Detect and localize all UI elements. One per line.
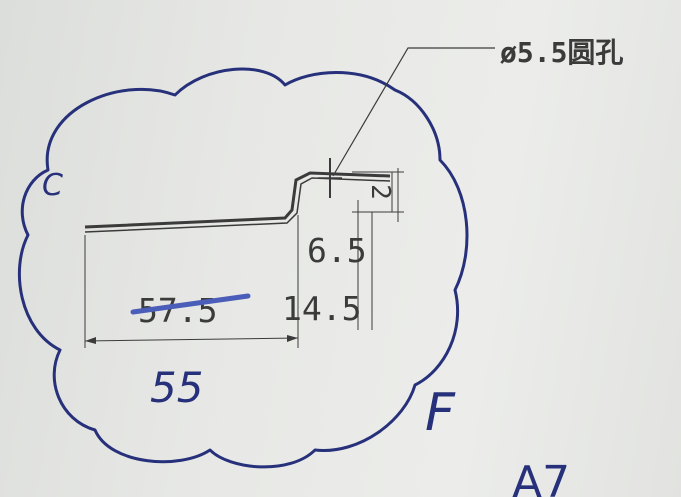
part-profile-outer — [84, 171, 391, 229]
length-dimension-line — [84, 337, 299, 342]
left-edge-mark: C — [42, 168, 63, 203]
length-strikethrough — [130, 293, 251, 315]
right-edge-mark: F — [425, 383, 456, 443]
tab-height-dimension: 2 — [365, 184, 395, 200]
overall-offset-dimension: 14.5 — [282, 289, 361, 328]
length-arrow-left — [85, 337, 96, 344]
length-arrow-right — [287, 335, 298, 342]
callout-leader-line — [332, 47, 495, 177]
step-height-dimension: 6.5 — [307, 231, 367, 270]
revision-cloud — [17, 67, 469, 469]
revised-length-handwritten: 55 — [150, 363, 203, 412]
corner-note: A7 — [512, 457, 570, 497]
hole-callout-label: ø5.5圆孔 — [500, 36, 623, 69]
